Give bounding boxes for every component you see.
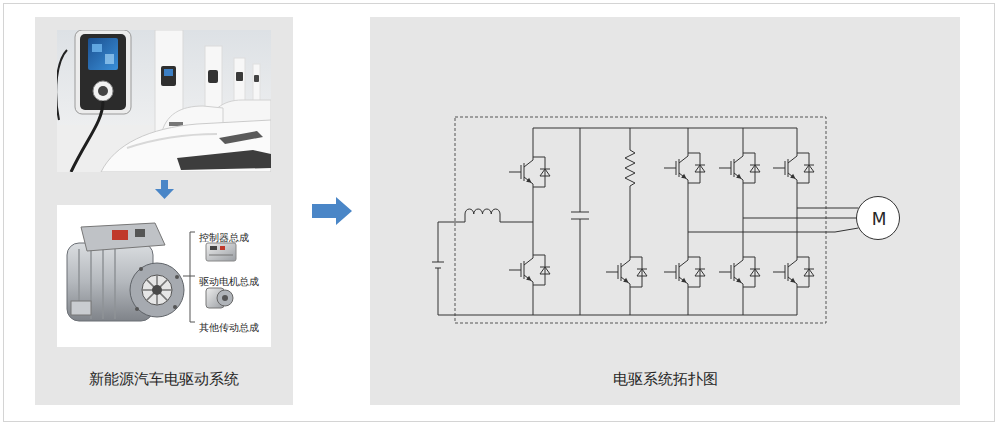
text-holder: 电驱系统拓扑图 <box>613 369 718 388</box>
part-label: 驱动电机总成 <box>199 276 259 288</box>
text-holder: 其他传动总成 <box>199 316 259 335</box>
motor-label: M <box>872 209 887 229</box>
flow-arrow <box>312 197 352 225</box>
text-holder: 新能源汽车电驱动系统 <box>89 369 239 388</box>
panel-caption: 电驱系统拓扑图 <box>613 370 718 388</box>
down-arrow <box>155 180 174 199</box>
part-label: 控制器总成 <box>199 232 249 244</box>
text-holder: 控制器总成 <box>199 226 249 245</box>
text-holder: M <box>872 209 887 229</box>
dashed-boundary <box>455 117 826 323</box>
topology-panel: M 电驱系统拓扑图 <box>370 17 960 405</box>
text-holder: 驱动电机总成 <box>199 270 259 289</box>
motor-circle: M <box>856 196 900 240</box>
circuit-wires <box>432 128 858 315</box>
motor-icon <box>206 288 233 308</box>
igbt-switches <box>509 148 814 292</box>
panel-caption: 新能源汽车电驱动系统 <box>89 370 239 388</box>
controller-icon <box>206 243 236 261</box>
part-label: 其他传动总成 <box>199 322 259 334</box>
assembly-box: 控制器总成驱动电机总成其他传动总成 <box>57 205 271 347</box>
image-panel: 控制器总成驱动电机总成其他传动总成新能源汽车电驱动系统 <box>35 17 293 405</box>
bracket-lines <box>183 232 195 322</box>
